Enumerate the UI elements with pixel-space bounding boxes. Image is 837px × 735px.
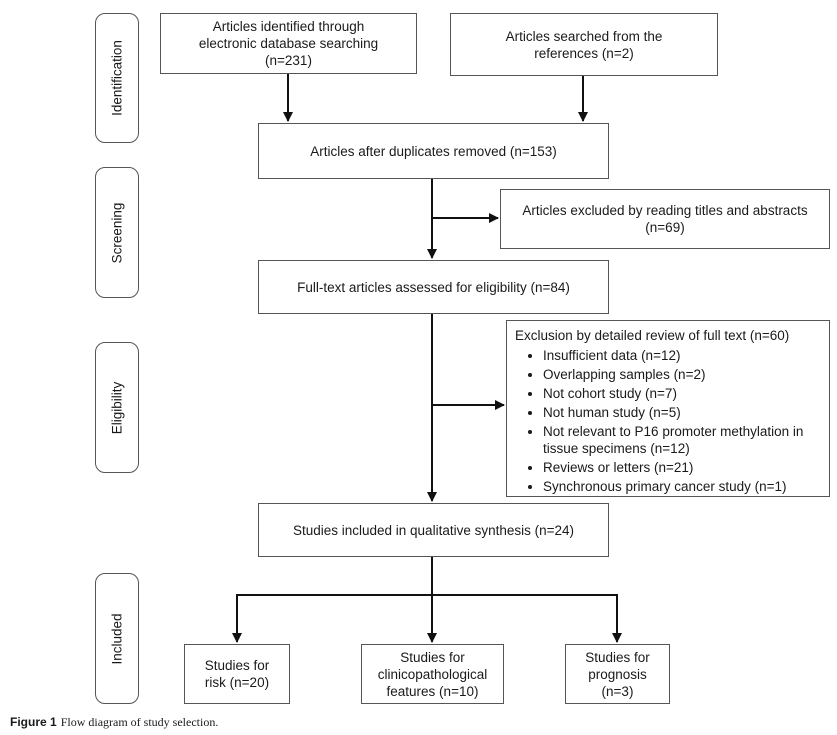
box-studies-risk: Studies for risk (n=20) (184, 644, 290, 704)
box-studies-clinicopathological: Studies for clinicopathological features… (361, 644, 504, 704)
figure-caption-label: Figure 1 (10, 715, 57, 729)
box-identified-database: Articles identified through electronic d… (160, 13, 417, 74)
stage-identification-label: Identification (109, 40, 125, 116)
exclusion-item: Insufficient data (n=12) (543, 347, 821, 364)
exclusion-item: Overlapping samples (n=2) (543, 366, 821, 383)
exclusion-title: Exclusion by detailed review of full tex… (515, 328, 790, 343)
stage-screening-label: Screening (109, 202, 125, 263)
exclusion-list: Insufficient data (n=12) Overlapping sam… (515, 347, 821, 495)
exclusion-item: Not human study (n=5) (543, 404, 821, 421)
exclusion-item: Not relevant to P16 promoter methylation… (543, 423, 821, 457)
stage-eligibility-label: Eligibility (109, 381, 125, 434)
box-searched-references: Articles searched from the references (n… (450, 13, 718, 76)
box-studies-prognosis: Studies for prognosis (n=3) (565, 644, 670, 704)
box-exclusion-full-text-review: Exclusion by detailed review of full tex… (506, 320, 830, 497)
exclusion-item: Reviews or letters (n=21) (543, 459, 821, 476)
stage-screening: Screening (95, 167, 139, 298)
exclusion-item: Synchronous primary cancer study (n=1) (543, 478, 821, 495)
box-included-qualitative: Studies included in qualitative synthesi… (258, 503, 609, 557)
stage-included-label: Included (109, 612, 125, 665)
box-after-duplicates: Articles after duplicates removed (n=153… (258, 123, 609, 179)
stage-identification: Identification (95, 13, 139, 143)
box-fulltext-assessed: Full-text articles assessed for eligibil… (258, 260, 609, 314)
box-excluded-titles-abstracts: Articles excluded by reading titles and … (500, 189, 830, 249)
exclusion-item: Not cohort study (n=7) (543, 385, 821, 402)
figure-caption-text: Flow diagram of study selection. (60, 715, 219, 729)
stage-included: Included (95, 573, 139, 704)
stage-eligibility: Eligibility (95, 342, 139, 473)
